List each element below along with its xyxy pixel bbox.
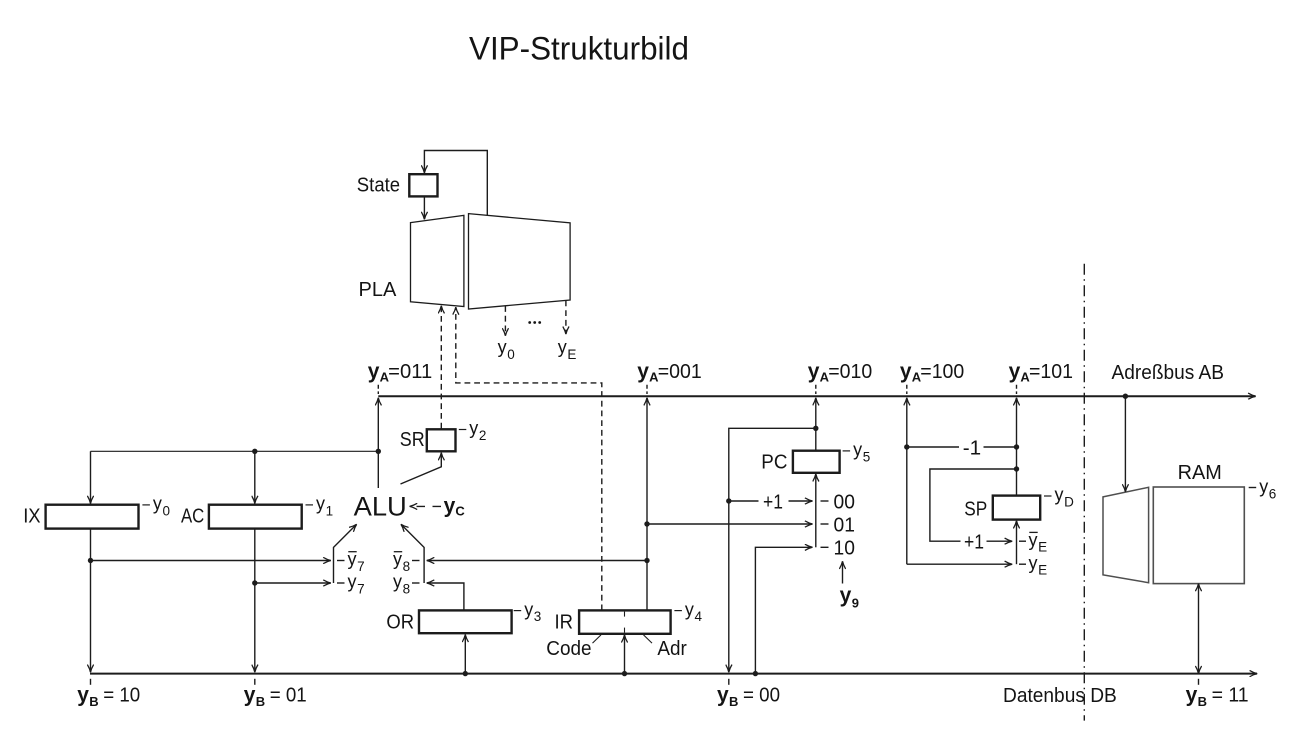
svg-text:y: y (637, 360, 649, 383)
svg-text:=011: =011 (388, 361, 432, 383)
svg-text:= 11: = 11 (1212, 684, 1249, 706)
svg-text:PLA: PLA (359, 279, 397, 301)
svg-text:= 10: = 10 (103, 684, 140, 706)
svg-text:4: 4 (695, 609, 703, 624)
svg-text:Datenbus DB: Datenbus DB (1003, 685, 1117, 707)
svg-text:=100: =100 (920, 361, 964, 383)
svg-text:VIP-Strukturbild: VIP-Strukturbild (469, 31, 689, 67)
svg-text:RAM: RAM (1178, 462, 1222, 484)
svg-text:y: y (393, 572, 402, 592)
svg-text:y: y (348, 549, 357, 569)
svg-text:y: y (498, 337, 507, 357)
svg-text:D: D (1064, 495, 1074, 510)
svg-text:A: A (380, 369, 390, 384)
svg-text:6: 6 (1269, 486, 1277, 501)
svg-text:A: A (912, 369, 922, 384)
svg-text:01: 01 (834, 515, 855, 537)
svg-text:+1: +1 (964, 532, 984, 554)
svg-text:B: B (1198, 694, 1207, 709)
svg-text:1: 1 (326, 503, 334, 518)
svg-text:SR: SR (400, 429, 425, 451)
svg-text:5: 5 (863, 449, 871, 464)
svg-text:y: y (1009, 360, 1021, 383)
svg-text:A: A (820, 369, 830, 384)
svg-text:y: y (1186, 683, 1198, 706)
svg-text:y: y (1259, 477, 1268, 497)
svg-text:y: y (153, 494, 162, 514)
svg-text:=010: =010 (828, 361, 872, 383)
svg-text:= 00: = 00 (743, 684, 780, 706)
svg-text:y: y (1029, 530, 1038, 550)
svg-text:2: 2 (479, 428, 487, 443)
svg-text:3: 3 (534, 609, 542, 624)
svg-text:State: State (357, 174, 400, 196)
svg-text:=101: =101 (1029, 361, 1073, 383)
svg-text:y: y (393, 549, 402, 569)
svg-text:y: y (900, 360, 912, 383)
svg-text:y: y (808, 360, 820, 383)
svg-text:SP: SP (964, 498, 987, 520)
svg-text:OR: OR (386, 612, 414, 634)
svg-text:-1: -1 (963, 437, 981, 459)
svg-text:A: A (1020, 369, 1030, 384)
svg-text:0: 0 (163, 503, 171, 518)
svg-text:B: B (256, 694, 265, 709)
svg-text:y: y (77, 683, 89, 706)
svg-text:y: y (840, 584, 852, 607)
svg-text:y: y (558, 337, 567, 357)
svg-text:Adr: Adr (657, 638, 687, 660)
svg-text:AC: AC (181, 506, 204, 528)
svg-text:B: B (729, 694, 738, 709)
svg-text:= 01: = 01 (270, 684, 307, 706)
svg-text:IX: IX (23, 506, 40, 528)
svg-text:y: y (717, 683, 729, 706)
svg-text:y: y (348, 572, 357, 592)
svg-text:IR: IR (555, 612, 574, 634)
svg-text:+1: +1 (763, 492, 783, 514)
svg-text:y: y (444, 494, 456, 517)
svg-text:y: y (368, 360, 380, 383)
svg-text:00: 00 (834, 492, 855, 514)
svg-text:9: 9 (852, 596, 859, 611)
svg-text:=001: =001 (658, 361, 702, 383)
svg-text:10: 10 (834, 538, 855, 560)
svg-text:C: C (455, 503, 465, 518)
svg-text:7: 7 (357, 582, 365, 597)
svg-text:E: E (1038, 540, 1047, 555)
svg-text:B: B (89, 694, 98, 709)
svg-text:y: y (1029, 553, 1038, 573)
svg-text:A: A (649, 369, 659, 384)
svg-text:0: 0 (507, 347, 515, 362)
svg-text:y: y (524, 599, 533, 619)
svg-text:y: y (685, 599, 694, 619)
svg-text:y: y (853, 440, 862, 460)
svg-text:7: 7 (357, 559, 365, 574)
svg-text:ALU: ALU (354, 491, 407, 521)
svg-text:y: y (316, 494, 325, 514)
svg-text:Adreßbus AB: Adreßbus AB (1112, 362, 1225, 384)
svg-text:E: E (1038, 563, 1047, 578)
svg-text:y: y (1055, 485, 1064, 505)
svg-text:8: 8 (403, 582, 411, 597)
svg-text:y: y (244, 683, 256, 706)
svg-text:Code: Code (546, 638, 591, 660)
svg-text:y: y (469, 418, 478, 438)
svg-text:8: 8 (403, 559, 411, 574)
svg-text:E: E (567, 347, 576, 362)
svg-text:PC: PC (761, 452, 787, 474)
